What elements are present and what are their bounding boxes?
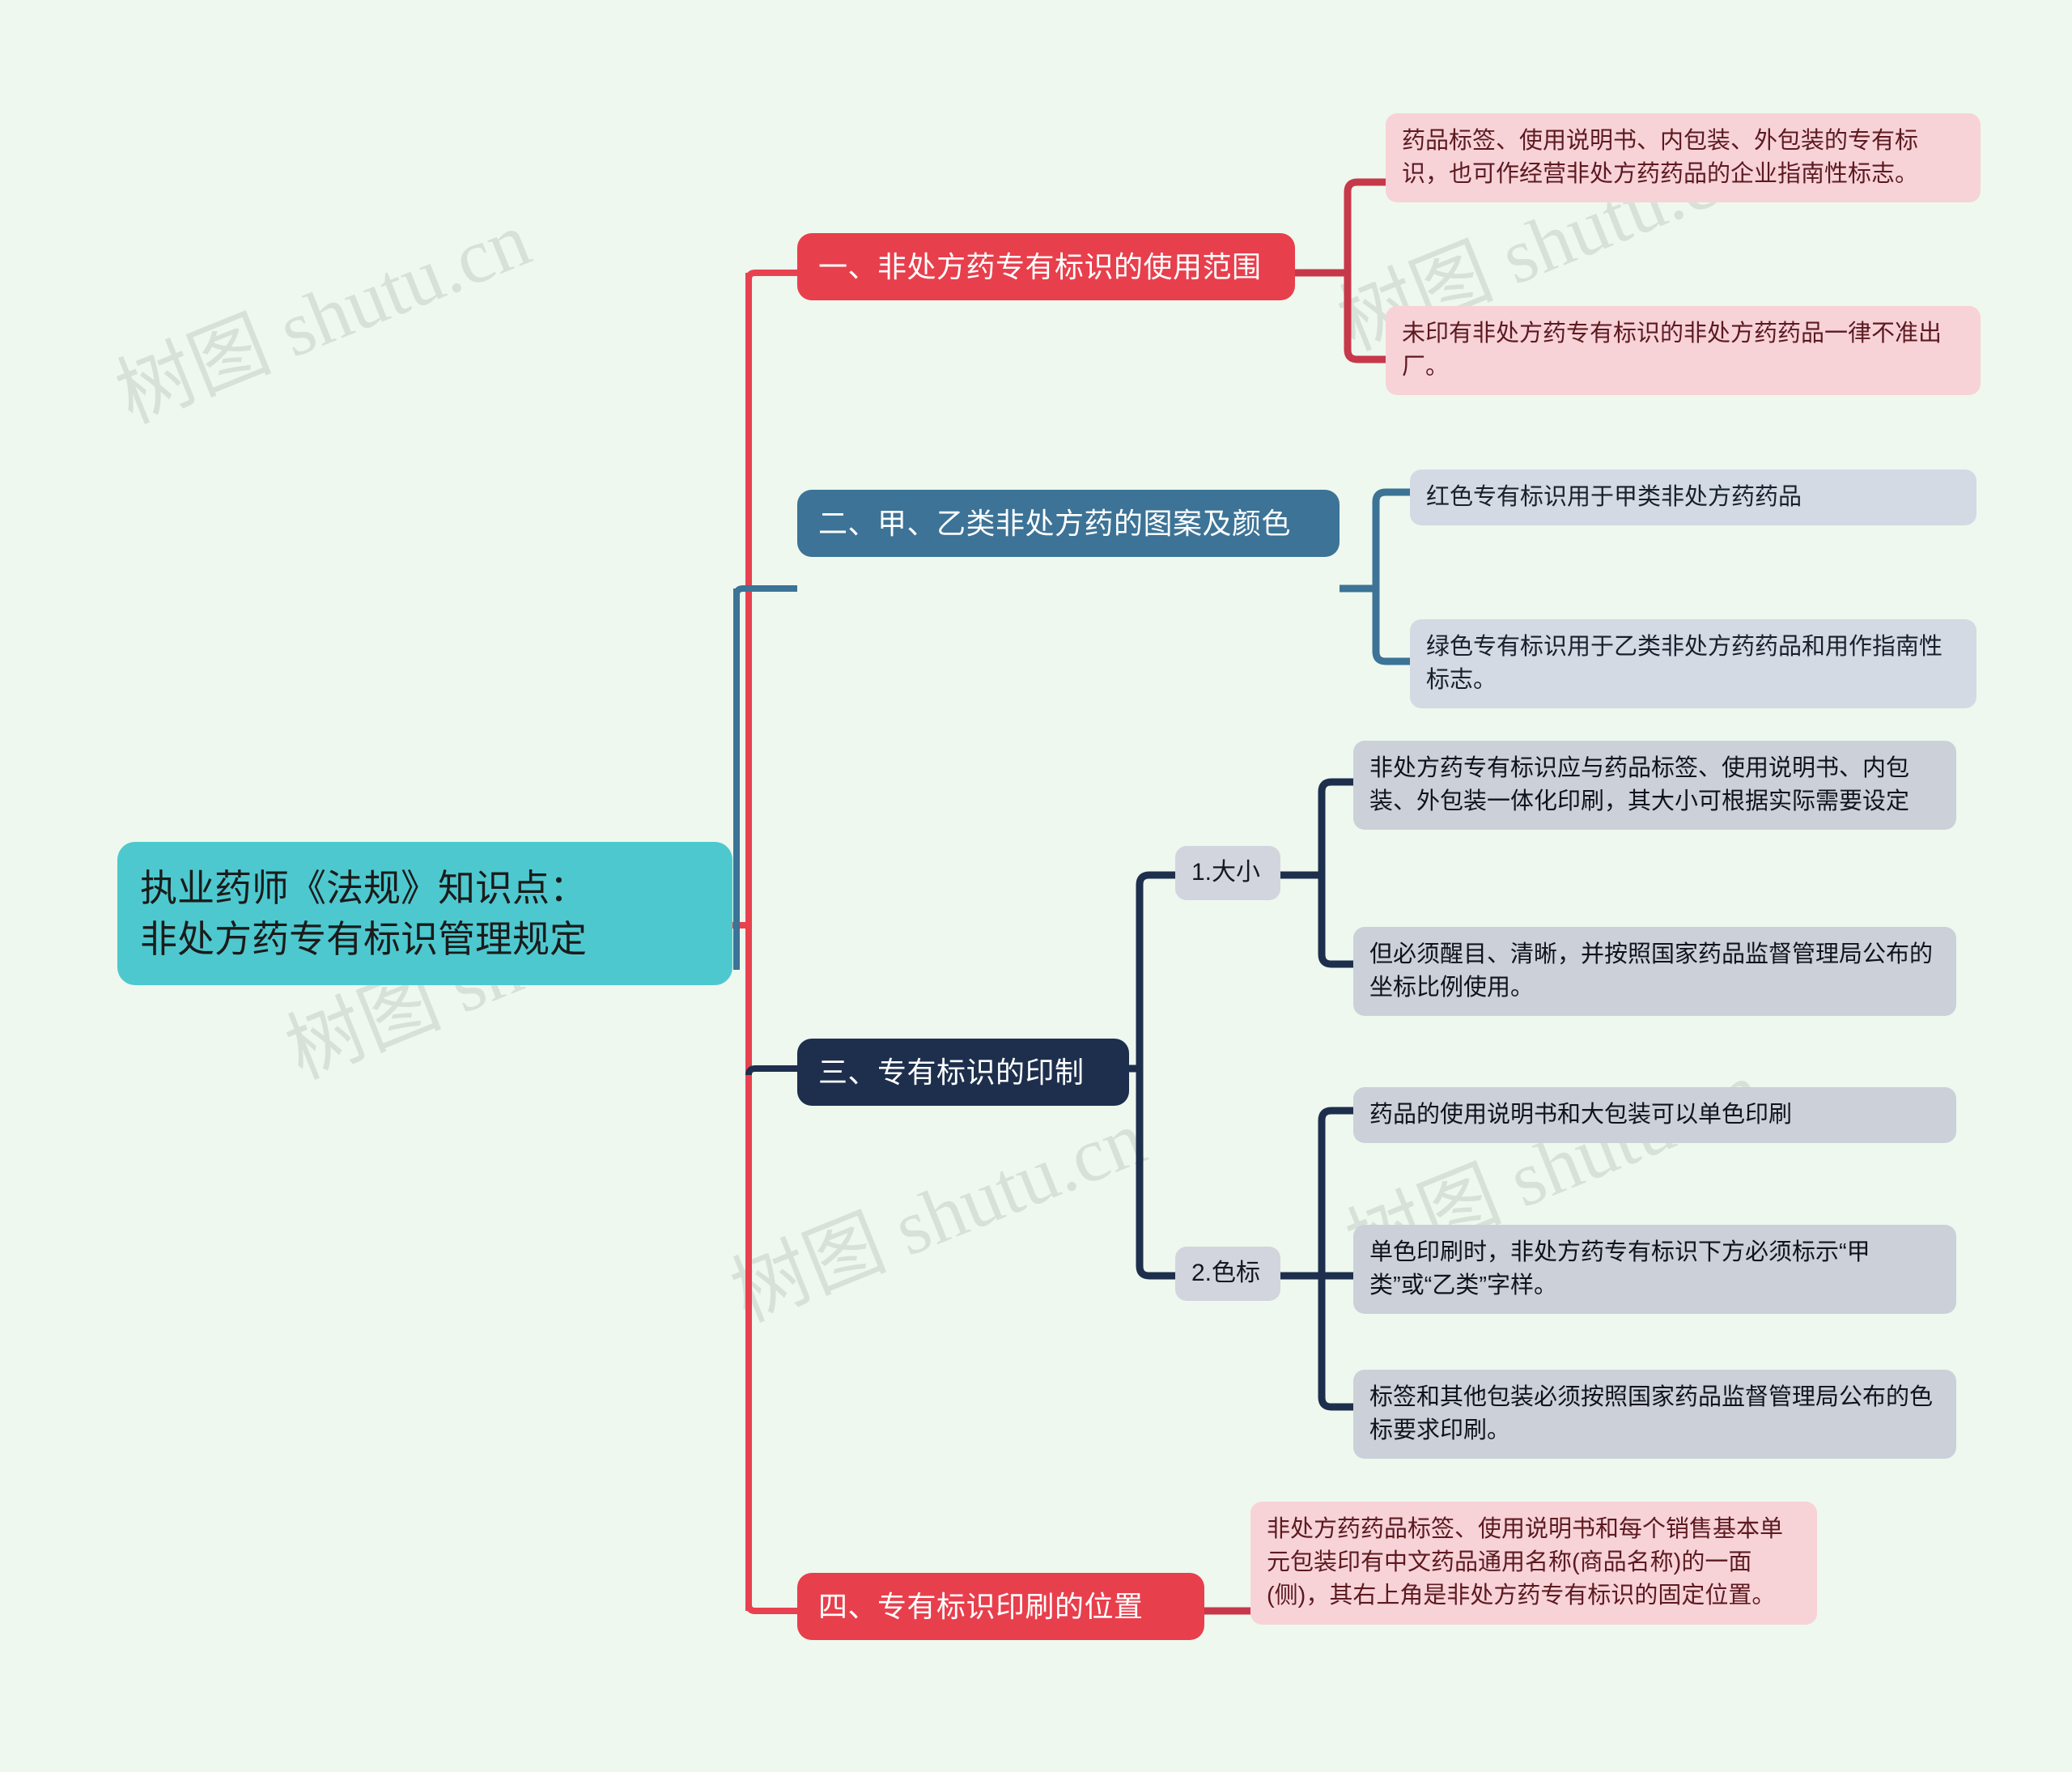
root-node[interactable]: 执业药师《法规》知识点： 非处方药专有标识管理规定 bbox=[117, 842, 732, 986]
leaf-node-2-2[interactable]: 绿色专有标识用于乙类非处方药药品和用作指南性标志。 bbox=[1410, 619, 1976, 709]
leaf-node-2-1[interactable]: 红色专有标识用于甲类非处方药药品 bbox=[1410, 470, 1976, 526]
sub-node-3-2[interactable]: 2.色标 bbox=[1175, 1247, 1280, 1301]
sub-node-3-1[interactable]: 1.大小 bbox=[1175, 846, 1280, 900]
branch-node-1[interactable]: 一、非处方药专有标识的使用范围 bbox=[797, 233, 1295, 301]
leaf-node-3-2-3[interactable]: 标签和其他包装必须按照国家药品监督管理局公布的色标要求印刷。 bbox=[1353, 1370, 1956, 1460]
leaf-node-1-1[interactable]: 药品标签、使用说明书、内包装、外包装的专有标识，也可作经营非处方药药品的企业指南… bbox=[1386, 113, 1981, 203]
leaf-node-3-1-2[interactable]: 但必须醒目、清晰，并按照国家药品监督管理局公布的坐标比例使用。 bbox=[1353, 927, 1956, 1017]
leaf-node-3-2-2[interactable]: 单色印刷时，非处方药专有标识下方必须标示“甲类”或“乙类”字样。 bbox=[1353, 1225, 1956, 1315]
leaf-node-3-1-1[interactable]: 非处方药专有标识应与药品标签、使用说明书、内包装、外包装一体化印刷，其大小可根据… bbox=[1353, 741, 1956, 831]
branch-node-3[interactable]: 三、专有标识的印制 bbox=[797, 1039, 1129, 1107]
branch-node-4[interactable]: 四、专有标识印刷的位置 bbox=[797, 1573, 1204, 1641]
leaf-node-3-2-1[interactable]: 药品的使用说明书和大包装可以单色印刷 bbox=[1353, 1087, 1956, 1144]
leaf-node-4-1[interactable]: 非处方药药品标签、使用说明书和每个销售基本单元包装印有中文药品通用名称(商品名称… bbox=[1250, 1502, 1817, 1625]
leaf-node-1-2[interactable]: 未印有非处方药专有标识的非处方药药品一律不准出厂。 bbox=[1386, 306, 1981, 396]
branch-node-2[interactable]: 二、甲、乙类非处方药的图案及颜色 bbox=[797, 490, 1340, 558]
